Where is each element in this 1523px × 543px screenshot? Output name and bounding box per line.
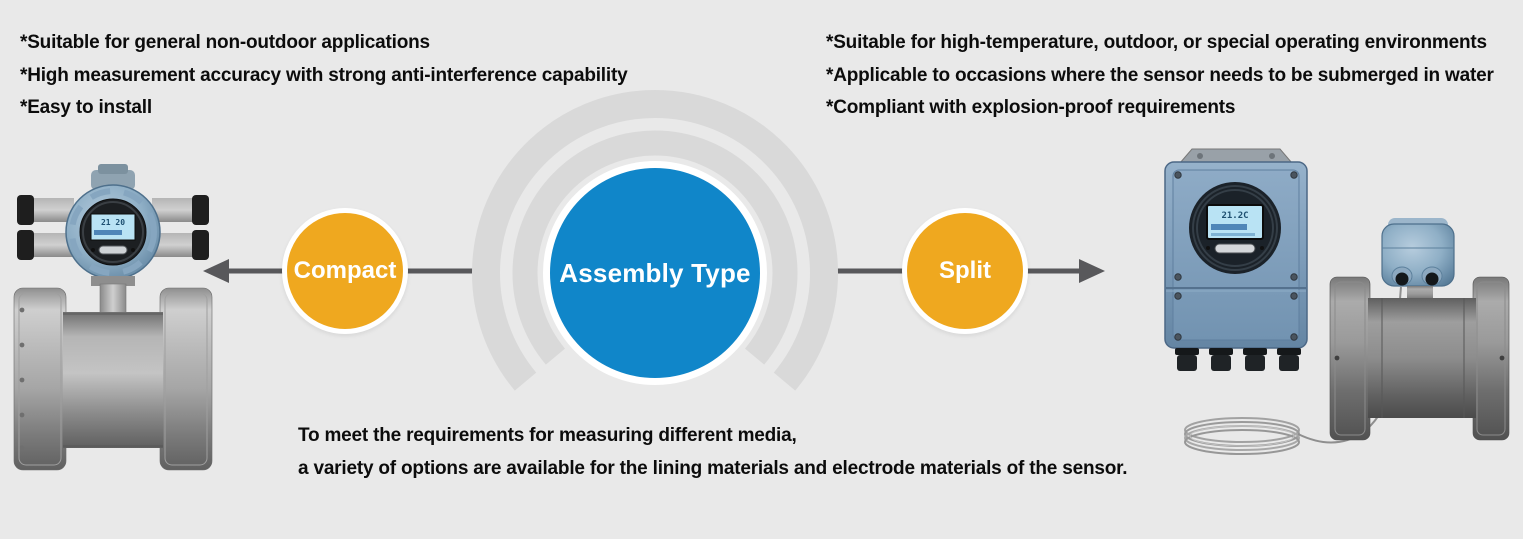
converter-display: 21.2C [1189,182,1281,274]
hub-title: Assembly Type [559,257,751,288]
junction-box [1381,218,1455,287]
feature-item: *Suitable for general non-outdoor applic… [20,32,430,53]
compact-flowmeter-illustration: 21 20 [13,164,213,471]
compact-node-label: Compact [293,257,397,284]
inner-arc [512,130,798,365]
feature-item: *Applicable to occasions where the senso… [826,64,1494,86]
split-flowmeter-illustration: 21.2C [1164,148,1510,455]
svg-text:21.2C: 21.2C [1221,211,1248,221]
feature-item: *Compliant with explosion-proof requirem… [826,97,1236,118]
assembly-type-hub: Assembly Type [543,161,767,385]
transmitter-head: 21 20 [65,164,161,280]
split-node: Split [902,208,1028,334]
footer-note: To meet the requirements for measuring d… [298,419,1128,485]
feature-item: *Suitable for high-temperature, outdoor,… [826,32,1487,53]
footer-line: To meet the requirements for measuring d… [298,425,797,446]
svg-text:21 20: 21 20 [101,218,125,227]
split-sensor [1329,218,1510,441]
sensor-tube [1368,298,1476,418]
cable-gland [17,195,209,260]
lcd-display: 21 20 [90,213,136,241]
feature-item: *High measurement accuracy with strong a… [20,64,628,86]
bottom-edge [0,539,1523,543]
outer-arc [472,90,838,391]
compact-node: Compact [282,208,408,334]
split-node-label: Split [939,257,991,284]
footer-line: a variety of options are available for t… [298,458,1128,479]
flange [159,287,213,471]
cable-coil [1184,417,1300,455]
compact-feature-list: *Suitable for general non-outdoor applic… [20,27,628,125]
split-feature-list: *Suitable for high-temperature, outdoor,… [826,27,1494,125]
converter-box: 21.2C [1164,148,1308,371]
screw-icon [1174,171,1298,341]
feature-item: *Easy to install [20,97,152,118]
cable-gland [1175,348,1301,371]
sensor-body [13,287,213,471]
